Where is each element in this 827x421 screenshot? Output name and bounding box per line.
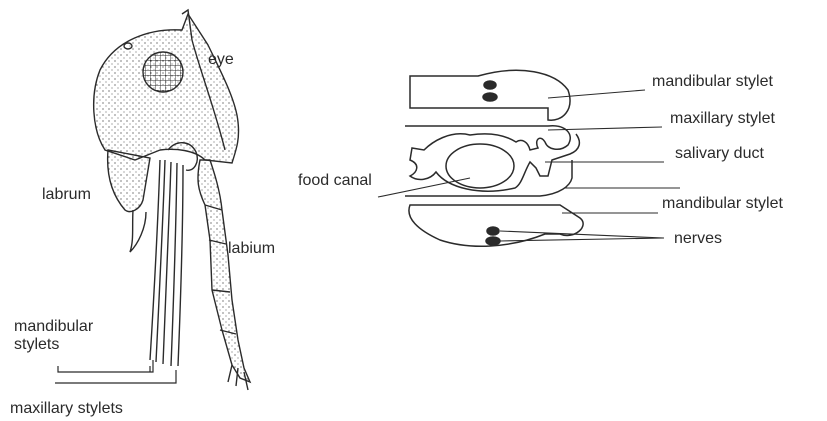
label-salivary-duct: salivary duct bbox=[675, 145, 764, 163]
labium-shape bbox=[198, 160, 250, 382]
stylet-line bbox=[171, 163, 177, 366]
stylet-line bbox=[150, 160, 160, 360]
nerve-dot bbox=[486, 237, 500, 245]
label-labrum: labrum bbox=[42, 186, 91, 204]
leader-line bbox=[58, 360, 153, 372]
leader-line bbox=[548, 90, 645, 98]
label-labium: labium bbox=[228, 240, 275, 258]
leader-line bbox=[500, 231, 664, 238]
label-eye: eye bbox=[208, 51, 234, 69]
nerve-dot bbox=[484, 81, 496, 89]
label-food-canal: food canal bbox=[298, 172, 372, 190]
compound-eye bbox=[143, 52, 183, 92]
label-maxillary-stylets: maxillary stylets bbox=[10, 400, 123, 418]
maxillary-stylet-upper bbox=[405, 126, 579, 191]
label-nerves: nerves bbox=[674, 230, 722, 248]
leader-line bbox=[500, 238, 664, 241]
labrum-tip bbox=[130, 210, 146, 252]
leader-line bbox=[378, 178, 470, 197]
label-mandibular-stylet-top: mandibular stylet bbox=[652, 73, 773, 91]
stylet-line bbox=[178, 165, 183, 366]
label-mandibular-stylets: mandibular stylets bbox=[14, 318, 124, 354]
label-mandibular-stylet-bottom: mandibular stylet bbox=[662, 195, 783, 213]
labrum-shape bbox=[108, 150, 150, 212]
nerve-dot bbox=[483, 93, 497, 101]
label-maxillary-stylet: maxillary stylet bbox=[670, 110, 775, 128]
cross-section-illustration bbox=[378, 70, 680, 246]
nerve-dot bbox=[487, 227, 499, 235]
